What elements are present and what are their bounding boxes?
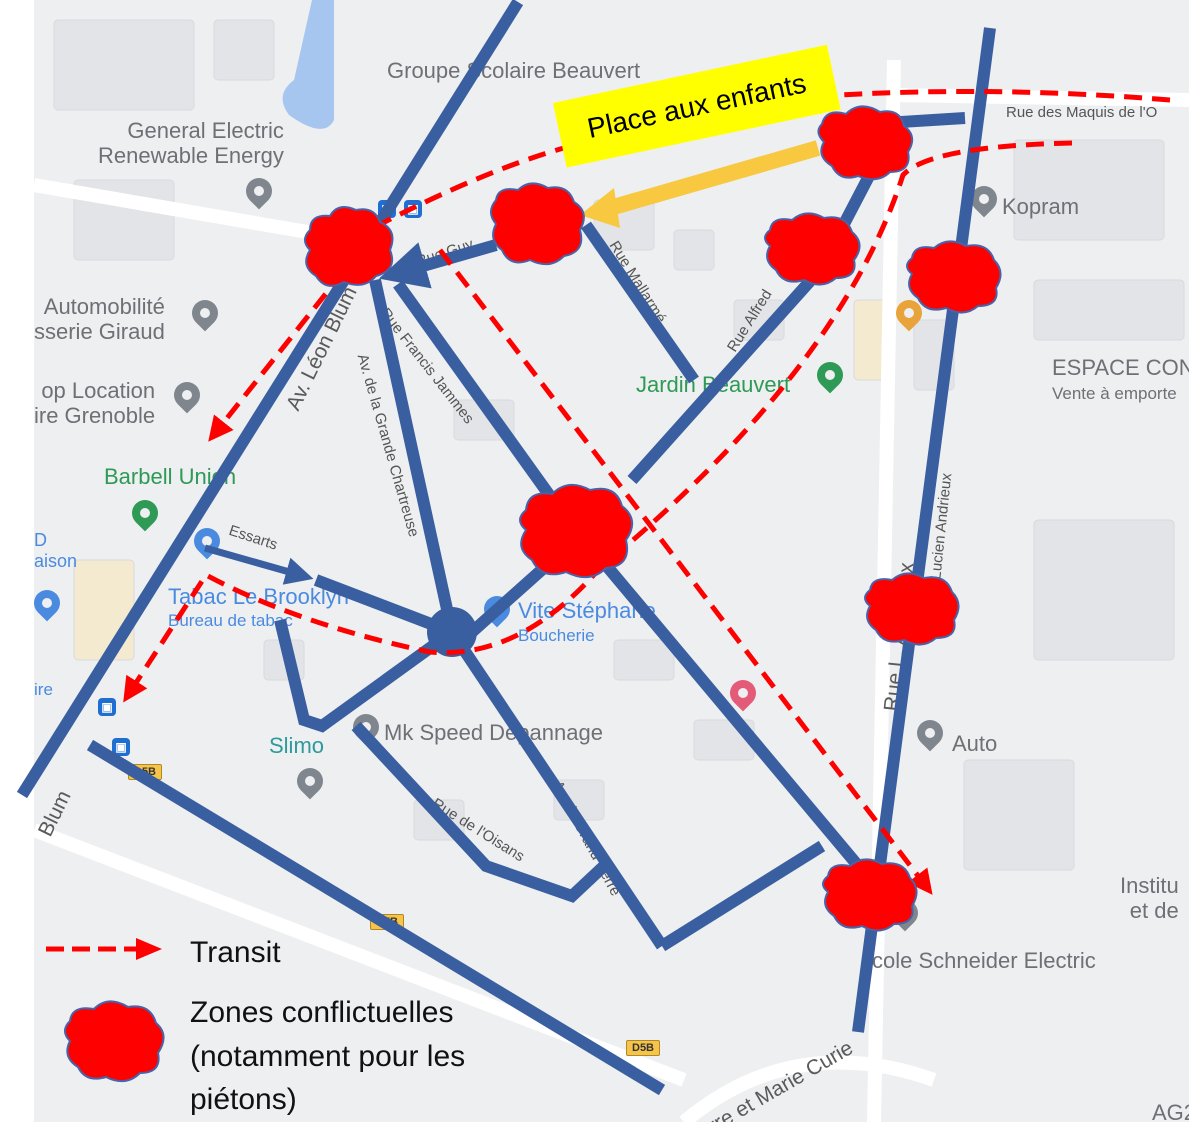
road-badge: D5B (626, 1040, 661, 1056)
slimo-label: Slimo (269, 733, 325, 758)
conflict-zone-cloud (304, 206, 394, 287)
automobilite-label: Automobilité sserie Giraud (34, 294, 165, 345)
legend-zones-label: Zones conflictuelles (notamment pour les… (190, 996, 466, 1116)
bus-stop-icon[interactable]: ▣ (112, 738, 130, 756)
tabac-sub-label: Bureau de tabac (168, 611, 293, 630)
conflict-zone-cloud (822, 858, 918, 932)
vite-sub-label: Boucherie (518, 626, 595, 645)
conflict-zone-cloud (764, 212, 861, 286)
legend-graphics (46, 938, 165, 1083)
groupe-scolaire-label: Groupe Scolaire Beauvert (387, 58, 641, 83)
conflict-zone-cloud (490, 182, 585, 266)
conflict-zone-cloud (519, 483, 633, 579)
legend-zone-cloud (64, 1000, 165, 1083)
conflict-zone-cloud (906, 240, 1002, 314)
legend: Transit Zones conflictuelles (notamment … (0, 905, 540, 1122)
d-maison-label: D aison (34, 530, 78, 571)
mk-speed-label: Mk Speed Dépannage (384, 720, 603, 745)
location-label: op Location ire Grenoble (34, 378, 156, 429)
conflict-zones (304, 105, 1002, 932)
bus-stop-icon[interactable]: ▣ (98, 698, 116, 716)
ire-label: ire (34, 680, 53, 699)
transit-paths (123, 88, 1171, 895)
ecole-label: cole Schneider Electric (872, 948, 1096, 973)
banner-arrow (580, 140, 821, 228)
road-network (16, 0, 996, 1096)
legend-transit-label: Transit (190, 936, 281, 969)
map-background: Groupe Scolaire Beauvert General Electri… (34, 0, 1189, 1122)
espace-sub-label: Vente à emporte (1052, 384, 1177, 403)
roundabout (427, 607, 477, 657)
conflict-zone-cloud (864, 572, 960, 646)
auto-label: Auto (952, 731, 998, 756)
general-electric-label: General Electric Renewable Energy (98, 118, 284, 169)
conflict-zone-cloud (817, 105, 914, 181)
ag-label: AG2 (1152, 1100, 1189, 1122)
espace-label: ESPACE CON (1052, 355, 1189, 380)
street-maquis-label: Rue des Maquis de l'O (1006, 104, 1158, 121)
kopram-label: Kopram (1002, 194, 1080, 219)
institut-label: Institu et de (1120, 873, 1179, 924)
legend-transit-arrowhead (136, 938, 162, 960)
